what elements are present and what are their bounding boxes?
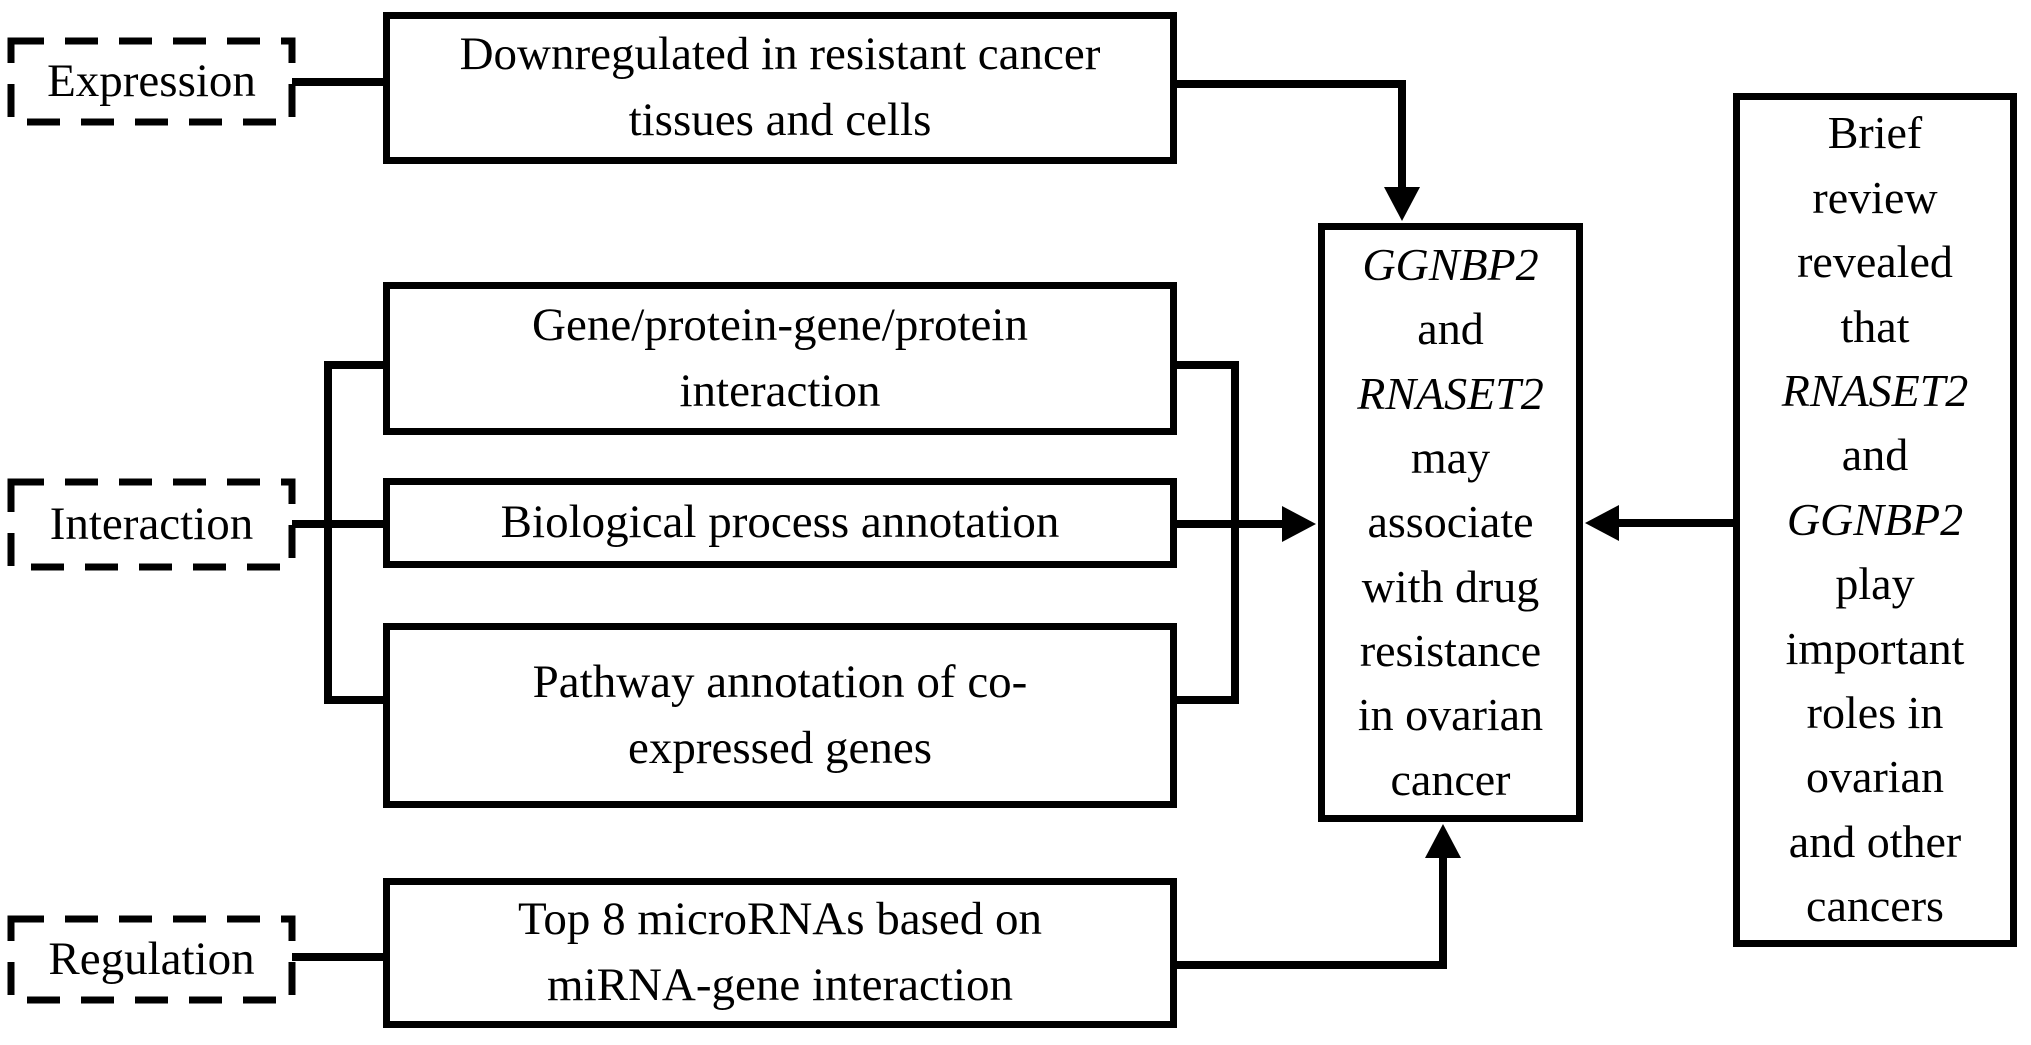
text-line: roles in xyxy=(1806,686,1944,738)
expression-evidence-box: Downregulated in resistant cancer tissue… xyxy=(383,12,1177,164)
gene-protein-interaction-box: Gene/protein-gene/protein interaction xyxy=(383,282,1177,435)
expression-dashed-border xyxy=(7,37,296,126)
interaction-right-bracket xyxy=(1174,361,1239,704)
text-line: associate xyxy=(1367,496,1534,548)
arrowhead-left-icon xyxy=(1585,505,1619,541)
interaction-dashed-border xyxy=(7,478,296,571)
text-line: that xyxy=(1840,300,1910,352)
text-line: RNASET2 xyxy=(1357,367,1544,419)
arrowhead-up-icon xyxy=(1425,824,1461,858)
interaction-label-text: Interaction xyxy=(49,497,254,550)
expression-to-conclusion-line xyxy=(1172,80,1406,192)
interaction-left-bracket xyxy=(324,361,386,704)
text-line: with drug xyxy=(1361,560,1540,612)
text-line: GGNBP2 xyxy=(1786,493,1964,545)
regulation-label-text: Regulation xyxy=(48,932,255,985)
category-expression-label: Expression xyxy=(8,37,295,125)
text-line: cancers xyxy=(1806,880,1944,932)
category-regulation-label: Regulation xyxy=(8,915,295,1003)
category-interaction-label: Interaction xyxy=(8,478,295,570)
text-line: and other xyxy=(1788,815,1962,867)
text-line: and xyxy=(1417,303,1484,355)
regulation-dashed-border xyxy=(7,915,296,1004)
text-line: and xyxy=(1841,429,1909,481)
text-line: Brief xyxy=(1827,107,1923,159)
biological-process-box: Biological process annotation xyxy=(383,478,1177,568)
text-line: GGNBP2 xyxy=(1362,238,1539,290)
arrowhead-right-icon xyxy=(1282,506,1316,542)
text-line: RNASET2 xyxy=(1781,365,1969,417)
text-line: revealed xyxy=(1797,236,1953,288)
text-line: review xyxy=(1812,171,1938,223)
regulation-to-conclusion-line xyxy=(1172,853,1447,969)
microrna-regulation-box: Top 8 microRNAs based on miRNA-gene inte… xyxy=(383,878,1177,1028)
text-line: play xyxy=(1835,558,1915,610)
expression-label-text: Expression xyxy=(47,54,256,107)
text-line: cancer xyxy=(1390,753,1511,805)
text-line: may xyxy=(1410,431,1491,483)
text-line: important xyxy=(1785,622,1965,674)
arrowhead-down-icon xyxy=(1384,187,1420,221)
text-line: in ovarian xyxy=(1357,689,1544,741)
pathway-annotation-box: Pathway annotation of co- expressed gene… xyxy=(383,623,1177,808)
text-line: ovarian xyxy=(1806,751,1944,803)
text-line: resistance xyxy=(1359,625,1542,677)
